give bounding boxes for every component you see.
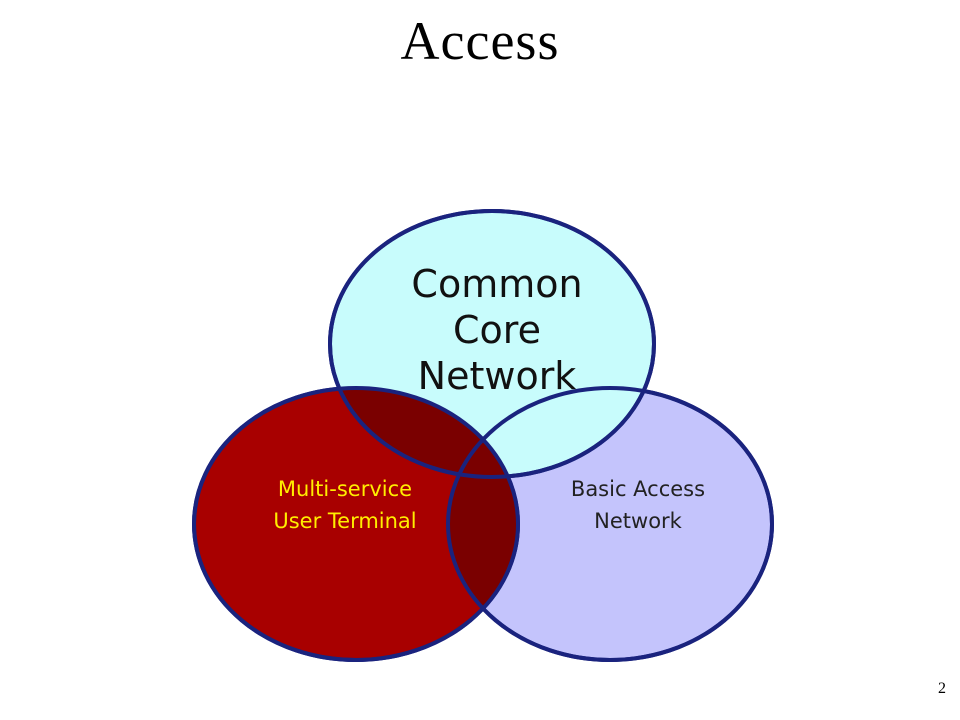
access-network-outline	[446, 386, 774, 662]
core-network-outline	[328, 209, 656, 479]
user-terminal-label-line: Multi-service	[278, 477, 412, 501]
core-network-label-line: Network	[418, 354, 577, 398]
overlap-regions	[330, 388, 518, 660]
core-network-label-line: Core	[453, 308, 541, 352]
access-network-label-line: Network	[594, 509, 683, 533]
user-terminal-label-line: User Terminal	[273, 509, 416, 533]
core-network-label-line: Common	[411, 262, 582, 306]
overlap-terminal-core	[330, 388, 518, 477]
slide-title: Access	[400, 11, 560, 71]
access-network-label-line: Basic Access	[571, 477, 705, 501]
user-terminal-outline	[192, 386, 520, 662]
page-number: 2	[938, 680, 946, 697]
